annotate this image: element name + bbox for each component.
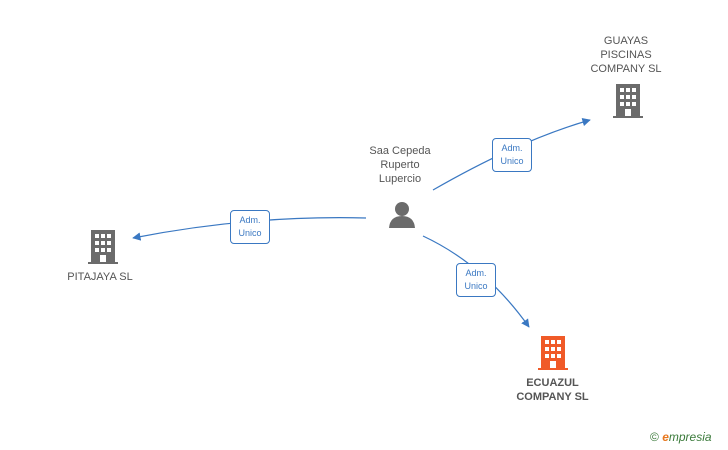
edge-badge-line1: Adm.	[465, 268, 487, 278]
building-icon[interactable]	[613, 84, 643, 118]
edge-badge-guayas[interactable]: Adm. Unico	[492, 138, 532, 172]
guayas-label: GUAYAS PISCINAS COMPANY SL	[590, 35, 662, 75]
edge-badge-pitajaya[interactable]: Adm. Unico	[230, 210, 270, 244]
edge-badge-line2: Unico	[464, 281, 488, 291]
edge-badge-line1: Adm.	[239, 215, 261, 225]
edge-badge-line1: Adm.	[501, 143, 523, 153]
brand-logo-e: e	[662, 430, 669, 444]
edge-badge-line2: Unico	[500, 156, 524, 166]
building-icon[interactable]	[538, 336, 568, 370]
person-icon[interactable]	[387, 199, 417, 229]
ecuazul-label: ECUAZUL COMPANY SL	[516, 377, 589, 403]
brand-logo-text: mpresia	[668, 430, 712, 444]
pitajaya-label: PITAJAYA SL	[67, 271, 133, 283]
footer-brand: © empresia	[650, 430, 712, 444]
edge-badge-ecuazul[interactable]: Adm. Unico	[456, 263, 496, 297]
person-label: Saa Cepeda Ruperto Lupercio	[369, 145, 431, 185]
edge-badge-line2: Unico	[238, 228, 262, 238]
copyright-icon: ©	[650, 430, 659, 444]
building-icon[interactable]	[88, 230, 118, 264]
